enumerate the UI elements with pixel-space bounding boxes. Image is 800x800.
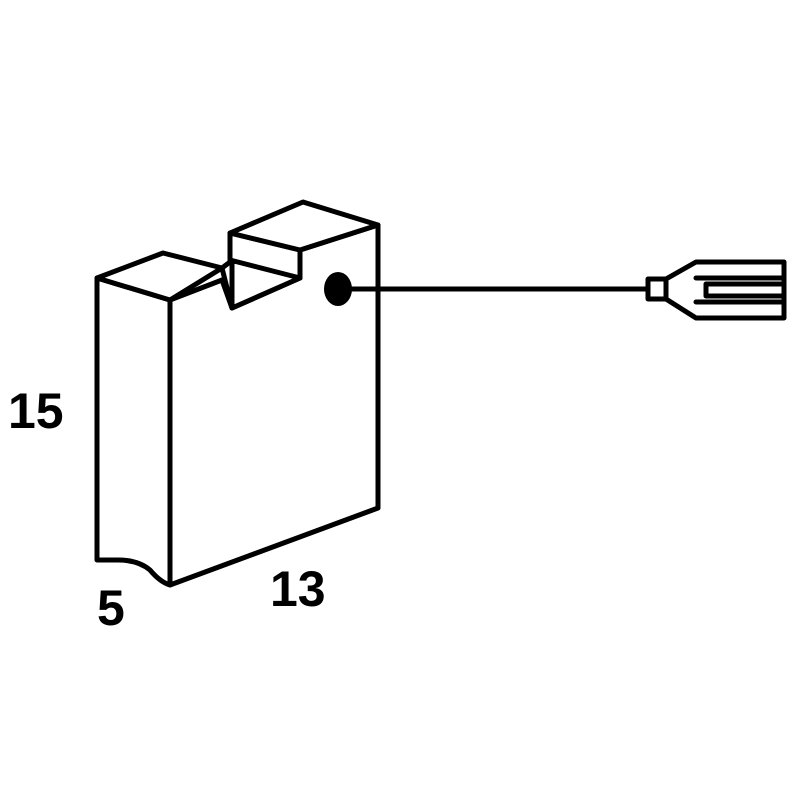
wire-connection-dot [324, 272, 352, 306]
dimension-width-label: 13 [270, 561, 326, 617]
dimension-height-label: 15 [8, 383, 64, 439]
brush-side-face [94, 275, 173, 588]
dimension-thickness-label: 5 [97, 580, 125, 636]
terminal-crimp [645, 276, 669, 302]
terminal-body [663, 259, 787, 321]
terminal-fork-slot [703, 281, 787, 299]
brush-raised-block-top [227, 199, 381, 253]
